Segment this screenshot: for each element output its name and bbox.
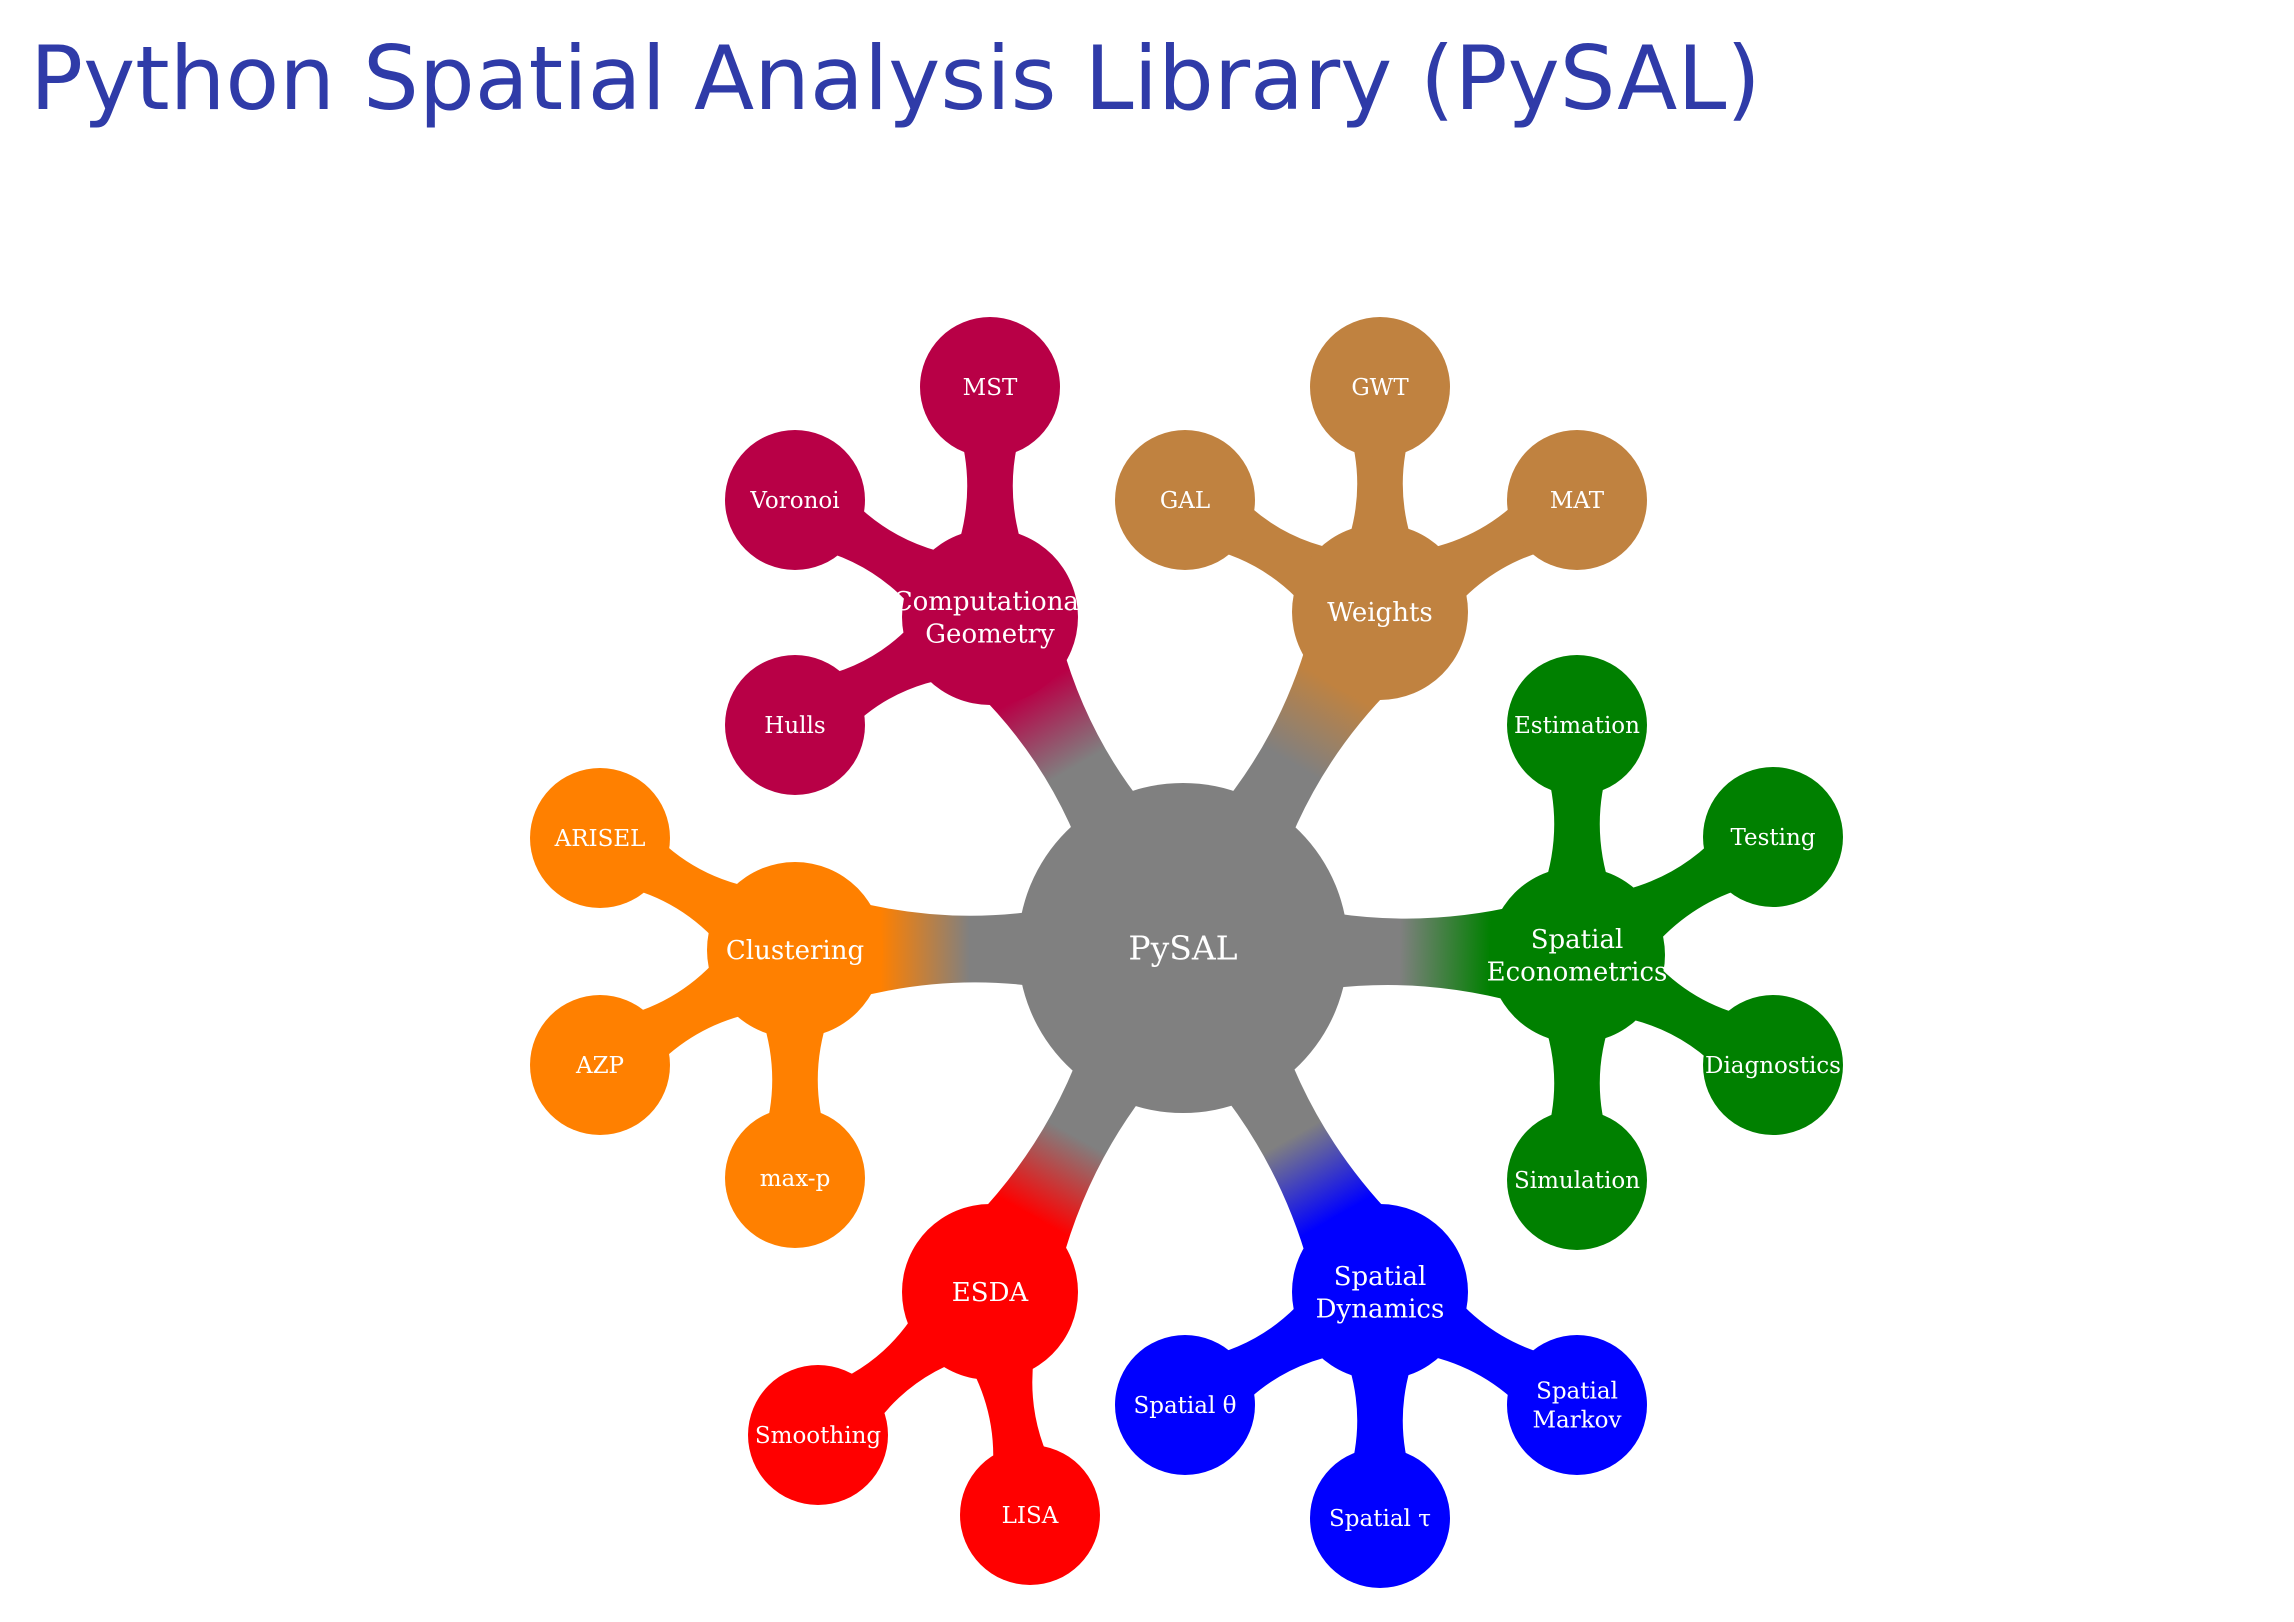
leaf-node-spatial-markov-label: Markov	[1532, 1407, 1621, 1433]
branch-node-computational-geometry-label: Geometry	[925, 619, 1055, 649]
branch-node-clustering[interactable]: Clustering	[707, 862, 883, 1038]
branch-node-weights-circle	[1292, 524, 1468, 700]
leaf-node-arisel-label: ARISEL	[554, 826, 646, 852]
leaf-node-mst-circle	[920, 317, 1060, 457]
branch-node-spatial-econometrics-label: Spatial	[1531, 925, 1624, 955]
leaf-node-arisel[interactable]: ARISEL	[530, 768, 670, 908]
branch-node-weights-label: Weights	[1327, 598, 1433, 628]
leaf-node-max-p-label: max-p	[760, 1166, 831, 1192]
leaf-node-spatial-tau-label: Spatial τ	[1329, 1506, 1431, 1532]
leaf-node-simulation-label: Simulation	[1514, 1168, 1640, 1194]
leaf-node-azp[interactable]: AZP	[530, 995, 670, 1135]
root-node-pysal-circle	[1018, 783, 1348, 1113]
branch-node-spatial-dynamics-label: Dynamics	[1316, 1294, 1445, 1324]
leaf-node-max-p-circle	[725, 1108, 865, 1248]
page-title: Python Spatial Analysis Library (PySAL)	[30, 27, 1761, 130]
branch-node-weights[interactable]: Weights	[1292, 524, 1468, 700]
leaf-node-mst[interactable]: MST	[920, 317, 1060, 457]
root-node-pysal[interactable]: PySAL	[1018, 783, 1348, 1113]
leaf-node-spatial-theta-circle	[1115, 1335, 1255, 1475]
leaf-node-hulls[interactable]: Hulls	[725, 655, 865, 795]
leaf-node-gwt-label: GWT	[1351, 375, 1409, 401]
leaf-node-max-p[interactable]: max-p	[725, 1108, 865, 1248]
branch-node-spatial-econometrics-circle	[1489, 867, 1665, 1043]
branch-node-spatial-dynamics-label: Spatial	[1334, 1262, 1427, 1292]
leaf-node-simulation[interactable]: Simulation	[1507, 1110, 1647, 1250]
leaf-node-mat-circle	[1507, 430, 1647, 570]
leaf-node-gal[interactable]: GAL	[1115, 430, 1255, 570]
branch-node-clustering-circle	[707, 862, 883, 1038]
leaf-node-smoothing[interactable]: Smoothing	[748, 1365, 888, 1505]
leaf-node-lisa[interactable]: LISA	[960, 1445, 1100, 1585]
leaf-node-diagnostics-circle	[1703, 995, 1843, 1135]
leaf-node-simulation-circle	[1507, 1110, 1647, 1250]
branch-node-esda-circle	[902, 1204, 1078, 1380]
branch-node-computational-geometry-circle	[902, 529, 1078, 705]
leaf-node-smoothing-circle	[748, 1365, 888, 1505]
leaf-node-testing[interactable]: Testing	[1703, 767, 1843, 907]
leaf-node-estimation[interactable]: Estimation	[1507, 655, 1647, 795]
leaf-node-voronoi-circle	[725, 430, 865, 570]
leaf-node-azp-circle	[530, 995, 670, 1135]
leaf-node-spatial-theta[interactable]: Spatial θ	[1115, 1335, 1255, 1475]
leaf-node-voronoi[interactable]: Voronoi	[725, 430, 865, 570]
leaf-node-testing-label: Testing	[1730, 825, 1815, 851]
leaf-node-lisa-circle	[960, 1445, 1100, 1585]
leaf-node-estimation-label: Estimation	[1514, 713, 1640, 739]
leaf-node-azp-label: AZP	[575, 1053, 624, 1079]
branch-node-clustering-label: Clustering	[726, 936, 864, 966]
leaf-node-gwt[interactable]: GWT	[1310, 317, 1450, 457]
leaf-node-estimation-circle	[1507, 655, 1647, 795]
leaf-node-hulls-circle	[725, 655, 865, 795]
leaf-node-arisel-circle	[530, 768, 670, 908]
branch-node-computational-geometry-label: Computational	[893, 587, 1088, 617]
leaf-node-mat[interactable]: MAT	[1507, 430, 1647, 570]
leaf-node-smoothing-label: Smoothing	[755, 1423, 881, 1449]
leaf-node-hulls-label: Hulls	[764, 713, 825, 739]
leaf-node-gwt-circle	[1310, 317, 1450, 457]
leaf-node-testing-circle	[1703, 767, 1843, 907]
branch-node-esda[interactable]: ESDA	[902, 1204, 1078, 1380]
leaf-node-spatial-theta-label: Spatial θ	[1133, 1393, 1236, 1419]
branch-node-esda-label: ESDA	[952, 1278, 1030, 1308]
leaf-node-lisa-label: LISA	[1002, 1503, 1059, 1529]
leaf-node-diagnostics-label: Diagnostics	[1705, 1053, 1841, 1079]
leaf-node-diagnostics[interactable]: Diagnostics	[1703, 995, 1843, 1135]
branch-node-spatial-econometrics-label: Econometrics	[1487, 957, 1668, 987]
leaf-node-mst-label: MST	[963, 375, 1018, 401]
leaf-node-spatial-tau-circle	[1310, 1448, 1450, 1588]
leaf-node-gal-label: GAL	[1160, 488, 1210, 514]
branch-node-spatial-dynamics-circle	[1292, 1204, 1468, 1380]
leaf-node-spatial-markov-circle	[1507, 1335, 1647, 1475]
leaf-node-spatial-markov-label: Spatial	[1536, 1379, 1618, 1405]
leaf-node-voronoi-label: Voronoi	[749, 488, 839, 514]
root-node-pysal-label: PySAL	[1128, 929, 1237, 968]
leaf-node-gal-circle	[1115, 430, 1255, 570]
leaf-node-mat-label: MAT	[1550, 488, 1605, 514]
leaf-node-spatial-tau[interactable]: Spatial τ	[1310, 1448, 1450, 1588]
